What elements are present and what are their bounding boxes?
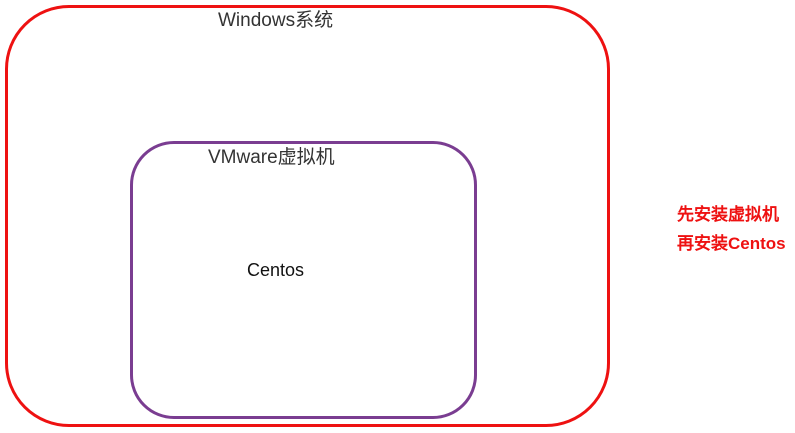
- windows-system-box: [5, 5, 610, 427]
- note-line-1: 先安装虚拟机: [677, 205, 779, 224]
- windows-system-label: Windows系统: [218, 10, 334, 31]
- note-line-2: 再安装Centos: [677, 234, 786, 253]
- install-order-note: 先安装虚拟机 再安装Centos: [677, 200, 786, 258]
- centos-label: Centos: [247, 260, 305, 280]
- vmware-vm-label: VMware虚拟机: [208, 147, 335, 168]
- vmware-vm-box: [130, 141, 477, 419]
